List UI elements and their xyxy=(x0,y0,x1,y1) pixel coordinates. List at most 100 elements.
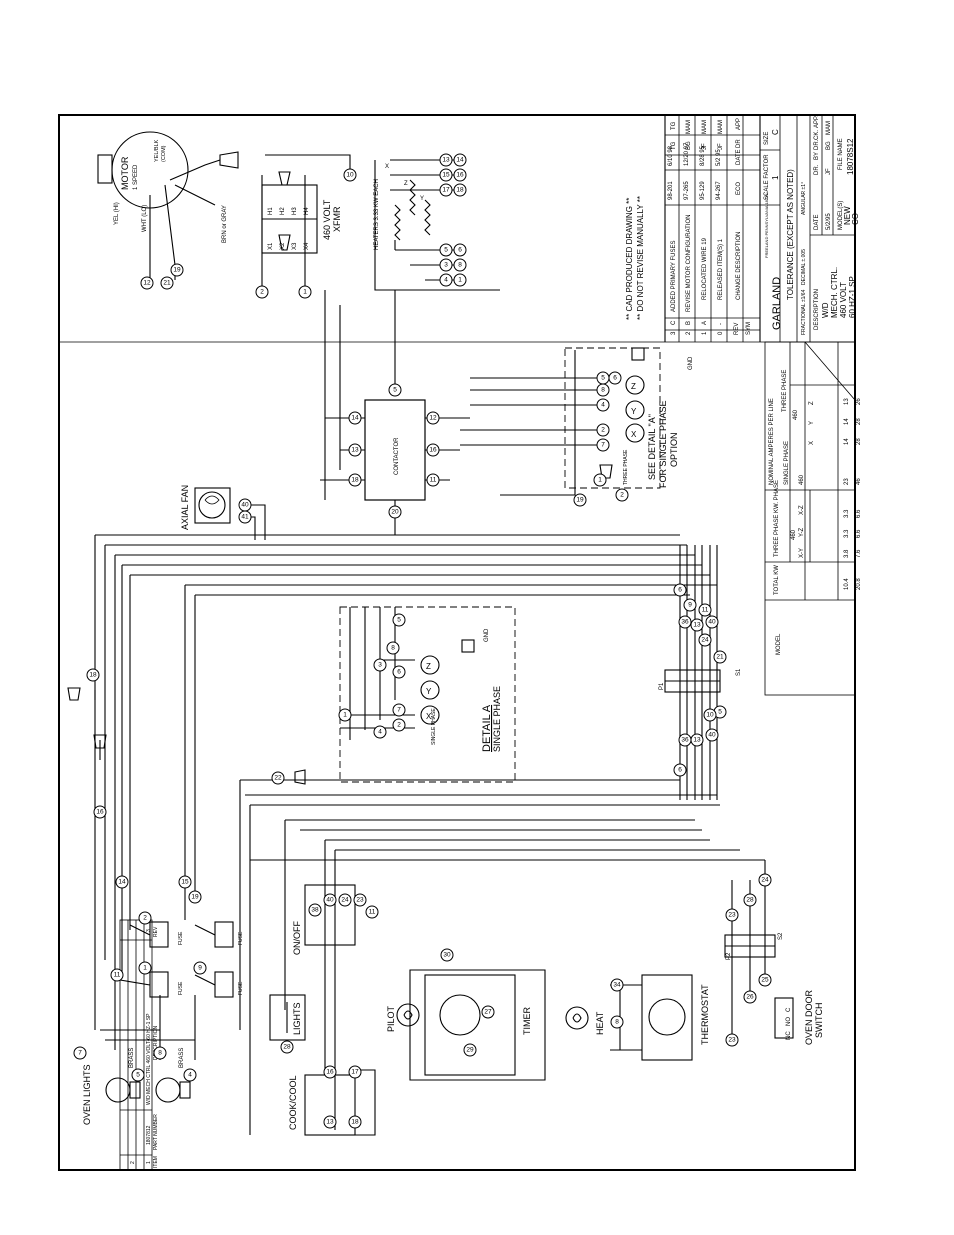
wire-sw-38: 38 xyxy=(311,907,319,914)
wire-light-7: 7 xyxy=(78,1050,82,1057)
rev-row-4-eco: 94-267 xyxy=(716,181,722,200)
detail-single-phase-small: SINGLE PHASE xyxy=(431,708,437,745)
wire-p1-9: 9 xyxy=(688,602,692,609)
rev-row-3-eco: 95-129 xyxy=(700,181,706,200)
cad-note: ** CAD PRODUCED DRAWING ** ** DO NOT REV… xyxy=(625,196,645,320)
amps-row2-kw: 20.8 xyxy=(856,578,862,590)
wire-phase-7: 7 xyxy=(601,442,605,449)
date-header: DATE xyxy=(814,214,820,230)
wire-phase-2b: 2 xyxy=(620,492,624,499)
heaters: HEATERS 3.33 KW EACH X Z Y xyxy=(374,159,500,291)
see-detail-2: FOR SINGLE PHASE xyxy=(658,400,668,488)
wire-motor-19: 19 xyxy=(173,267,181,274)
parts-row1-item: 1 xyxy=(146,1161,152,1164)
detail-x: X xyxy=(426,712,432,721)
amps-row2-x: 28 xyxy=(856,438,862,445)
parts-header-description: DESCRIPTION xyxy=(153,1025,159,1060)
rev-header-app: APP xyxy=(736,118,742,130)
wire-p1-11: 11 xyxy=(702,607,709,614)
wire-p1-6: 6 xyxy=(678,587,682,594)
amps-single-460: 460 xyxy=(799,474,805,485)
detail-gnd-label: GND xyxy=(484,628,490,642)
amps-model-header: MODEL xyxy=(776,633,782,655)
wire-sw-24b: 24 xyxy=(761,877,769,884)
rev-header-sym: SYM xyxy=(746,322,752,335)
fuses: FUSE FUSE FUSE FUSE xyxy=(100,921,244,1060)
rev-row-3-dr: JF xyxy=(702,143,708,150)
wire-sw-28b: 28 xyxy=(746,897,754,904)
wire-contactor-5: 5 xyxy=(393,387,397,394)
pilot: PILOT xyxy=(386,1003,420,1032)
rev-header-desc: CHANGE DESCRIPTION xyxy=(736,232,742,300)
detail-y: Y xyxy=(426,687,432,696)
wire-xfmr-1: 1 xyxy=(303,289,307,296)
wire-detail-5: 5 xyxy=(397,617,401,624)
xfmr-x2: X2 xyxy=(280,242,286,250)
fuse-label-3: FUSE xyxy=(238,931,244,945)
amps-row1-single: 23 xyxy=(844,478,850,485)
motor-label: MOTOR xyxy=(120,156,130,190)
rev-row-1-desc: ADDED PRIMARY FUSES xyxy=(671,241,677,312)
rev-row-4-date: 5/2 95 xyxy=(716,149,722,166)
wire-fan-41: 41 xyxy=(241,514,249,521)
wire-contactor-16: 16 xyxy=(429,447,437,454)
main-harness xyxy=(67,534,765,1135)
amps-z: Z xyxy=(809,401,815,405)
three-phase-label: THREE PHASE xyxy=(623,449,629,485)
rev-row-3-app: MAM xyxy=(702,120,708,134)
wire-sw-26: 26 xyxy=(746,994,754,1001)
transformer: 460 VOLT XFMR H1 H2 H3 H4 X1 X2 X3 X4 xyxy=(261,154,351,292)
heater-z-label: Z xyxy=(404,181,408,187)
parts-header-rev: REV xyxy=(153,926,159,937)
cad-note-line-1: ** CAD PRODUCED DRAWING ** xyxy=(625,198,634,320)
amps-total-kw-header: TOTAL KW xyxy=(774,565,780,595)
motor: MOTOR 1 SPEED YEL (HI) WHT (LO) YEL/BLK … xyxy=(97,131,239,280)
wire-phase-5: 5 xyxy=(601,375,605,382)
wire-light-15: 15 xyxy=(181,879,189,886)
timer-label: TIMER xyxy=(522,1007,532,1035)
wire-phase-8: 8 xyxy=(601,387,605,394)
wire-detail-4: 4 xyxy=(378,729,382,736)
door-c: C xyxy=(786,1007,792,1012)
wire-contactor-11: 11 xyxy=(430,477,437,484)
wire-motor-12: 12 xyxy=(143,280,151,287)
drawn-by-value: JF xyxy=(826,168,832,175)
wire-detail-7: 7 xyxy=(397,707,401,714)
scale-factor-value: 1 xyxy=(771,175,780,180)
rev-row-2-date: 12/20 97 xyxy=(684,142,690,166)
see-detail-3: OPTION xyxy=(669,432,679,467)
oven-lights: OVEN LIGHTS BRASS BRASS xyxy=(82,1048,191,1125)
xfmr-label: XFMR xyxy=(332,206,342,232)
wire-sw-24: 24 xyxy=(341,897,349,904)
amperes-table: MODEL TOTAL KW THREE PHASE KW. PHASE 460… xyxy=(764,341,862,696)
tolerance: TOLERANCE (EXCEPT AS NOTED) xyxy=(786,169,795,300)
fuse-label-2: FUSE xyxy=(178,981,184,995)
description-line-2: MECH. CTRL. xyxy=(830,267,839,318)
rev-row-2-sym: B xyxy=(686,321,692,325)
file-name-label: FILE NAME xyxy=(838,138,844,170)
rev-header-dr: DR xyxy=(736,139,742,148)
wire-sw-25: 25 xyxy=(761,977,769,984)
approved-by-value: MAM xyxy=(826,121,832,135)
heat-label: HEAT xyxy=(595,1011,605,1035)
door-nc: NC xyxy=(786,1031,792,1040)
rev-row-4-desc: RELEASED ITEM(S) 1 xyxy=(718,238,724,300)
amps-nominal-header: NOMINAL AMPERES PER LINE xyxy=(769,398,775,485)
amps-single-phase-header: SINGLE PHASE xyxy=(784,441,790,485)
amps-row1-kw: 10.4 xyxy=(844,578,850,590)
wire-sw-40: 40 xyxy=(326,897,334,904)
rev-row-1-date: 6/10 98 xyxy=(668,145,674,166)
amps-x: X xyxy=(809,441,815,445)
p2-label: P2 xyxy=(726,952,732,960)
tolerance-angular: ANGULAR ±1° xyxy=(801,182,807,215)
motor-yel-blk-label: YEL/BLK xyxy=(154,139,160,162)
amps-three-phase-kw-header: THREE PHASE KW. PHASE xyxy=(774,480,780,557)
amps-row2-z: 26 xyxy=(856,398,862,405)
wire-heater-3: 3 xyxy=(444,262,448,269)
amps-row1-xz: 3.3 xyxy=(844,509,850,518)
model-value-2: CO xyxy=(851,213,860,225)
pilot-label: PILOT xyxy=(386,1005,396,1032)
axial-fan: AXIAL FAN xyxy=(180,485,266,540)
contactor: CONTACTOR xyxy=(320,290,470,535)
amps-row1-x: 14 xyxy=(844,438,850,445)
